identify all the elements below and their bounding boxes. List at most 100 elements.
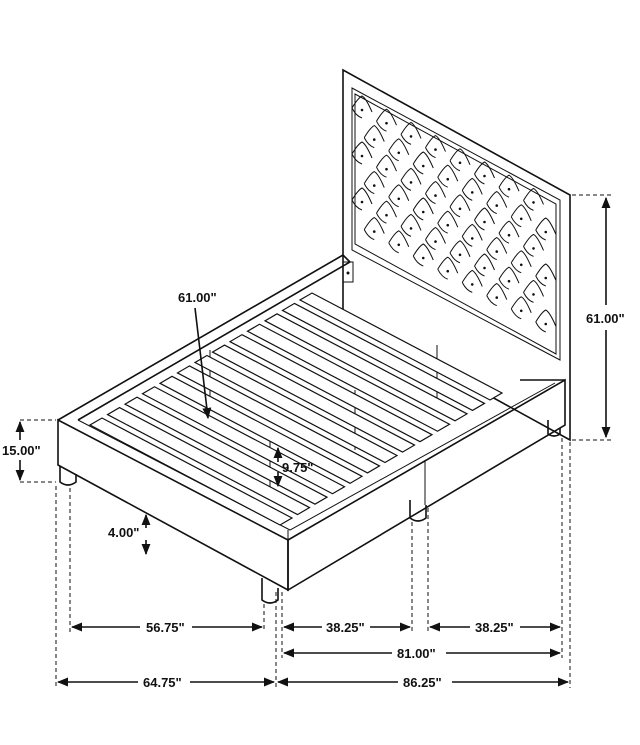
tuft-dot: [421, 256, 425, 260]
tuft-button: [388, 184, 410, 208]
leg-front-right: [261, 578, 279, 604]
tuft-dot: [532, 293, 535, 296]
tuft-dot: [495, 204, 499, 207]
tuft-button: [412, 243, 434, 267]
dim-label-overall-length: 86.25": [403, 675, 442, 690]
dim-label-headboard-height: 61.00": [586, 311, 625, 326]
tuft-button: [474, 253, 495, 277]
tuft-dot: [409, 227, 413, 230]
tuft-dot: [409, 135, 413, 138]
tuft-button: [461, 269, 483, 293]
tuft-button: [449, 240, 471, 264]
tuft-button: [449, 194, 471, 218]
tuft-button: [363, 217, 385, 241]
bed-slat: [176, 365, 381, 474]
tuft-dot: [470, 191, 474, 194]
leg-front-left: [59, 466, 77, 486]
tuft-button: [388, 230, 410, 254]
bed-slat: [211, 344, 416, 453]
dim-label-half-length-right: 38.25": [475, 620, 514, 635]
tuft-dot: [495, 250, 499, 253]
tuft-dot: [421, 164, 425, 168]
tuft-button: [351, 95, 373, 119]
tuft-button: [449, 148, 471, 172]
dim-inner-width: 56.75": [70, 620, 264, 635]
tuft-dot: [372, 230, 376, 233]
tuft-button: [474, 161, 495, 185]
tuft-dot: [397, 151, 401, 155]
tuft-button: [486, 237, 508, 261]
tuft-button: [535, 263, 557, 287]
tuft-dot: [532, 247, 535, 250]
dim-rail-clearance: 9.75": [273, 446, 313, 488]
tuft-dot: [458, 161, 462, 165]
tuft-dot: [458, 207, 462, 211]
tuft-dot: [483, 220, 486, 224]
bed-slat: [298, 292, 504, 401]
tuft-dot: [519, 263, 523, 267]
tuft-dot: [519, 217, 523, 221]
bed-slat: [281, 302, 486, 412]
tuft-button: [510, 204, 532, 228]
bed-slat: [158, 375, 364, 485]
dim-overall-width: 64.75": [56, 675, 276, 690]
tuft-dot: [360, 200, 364, 204]
dim-label-rail-clearance: 9.75": [282, 460, 313, 475]
tuft-button: [363, 125, 385, 149]
tuft-dot: [446, 223, 450, 227]
leg-back: [547, 420, 561, 437]
tuft-button: [376, 200, 397, 224]
tuft-dot: [507, 187, 511, 191]
bed-slats: [88, 292, 504, 526]
tuft-dot: [483, 174, 486, 178]
tuft-dot: [458, 253, 462, 257]
tuft-dot: [544, 230, 548, 234]
tuft-dot: [385, 121, 388, 125]
tuft-dot: [470, 237, 474, 240]
headboard-tufting: [351, 95, 557, 333]
dim-frame-height: 15.00": [2, 419, 56, 483]
tuft-button: [498, 220, 520, 244]
tuft-dot: [434, 240, 437, 243]
tuft-dot: [385, 213, 388, 217]
tuft-button: [535, 309, 557, 333]
tuft-dot: [372, 184, 376, 187]
bed-slat: [246, 323, 451, 432]
bed-legs: [59, 420, 561, 604]
tuft-dot: [483, 266, 486, 270]
tuft-button: [363, 171, 385, 195]
bed-slat: [263, 313, 469, 422]
tuft-dot: [409, 181, 413, 184]
dim-overall-length: 86.25": [276, 675, 570, 690]
tuft-dot: [372, 138, 376, 141]
extension-lines: [55, 438, 571, 688]
dim-label-inner-length: 81.00": [397, 646, 436, 661]
dim-inner-length: 81.00": [282, 646, 562, 661]
tuft-dot: [434, 194, 437, 197]
tuft-button: [498, 174, 520, 198]
tuft-dot: [507, 279, 511, 283]
tuft-dot: [446, 269, 450, 273]
tuft-button: [376, 154, 397, 178]
tuft-button: [486, 191, 508, 215]
dim-leg-height: 4.00": [108, 513, 151, 556]
tuft-button: [523, 233, 544, 257]
dim-half-length-right: 38.25": [428, 620, 562, 635]
tuft-button: [351, 141, 373, 165]
tuft-dot: [397, 197, 401, 201]
tuft-button: [523, 279, 544, 303]
tuft-button: [486, 283, 508, 307]
tuft-button: [437, 210, 459, 234]
tuft-button: [400, 167, 422, 191]
tuft-button: [510, 296, 532, 320]
tuft-button: [461, 177, 483, 201]
bed-slat: [88, 417, 294, 526]
tuft-dot: [360, 108, 364, 112]
tuft-button: [412, 197, 434, 221]
tuft-dot: [360, 154, 364, 158]
headboard: [342, 68, 571, 442]
tuft-dot: [421, 210, 425, 214]
tuft-dot: [385, 167, 388, 171]
